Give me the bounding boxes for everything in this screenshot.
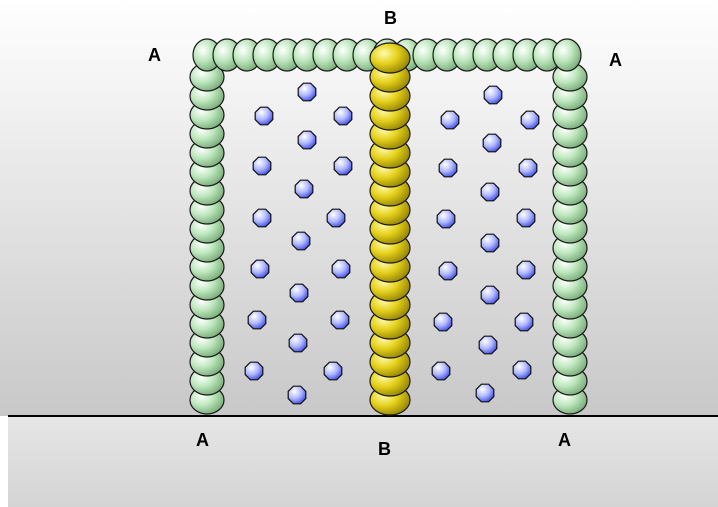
particle [520,110,540,130]
label-top-center: B [384,8,397,28]
particle [438,261,458,281]
particle [287,385,307,405]
particle [254,106,274,126]
label-top-left: A [148,45,161,65]
center-wall-beads [369,42,411,416]
particle [475,383,495,403]
particle [250,259,270,279]
label-bottom-center: B [378,439,391,459]
particle [252,208,272,228]
particle [252,156,272,176]
particle [482,133,502,153]
particle [297,130,317,150]
particle [247,310,267,330]
particle [483,85,503,105]
particle [291,231,311,251]
center-bead [369,42,411,74]
particle [431,361,451,381]
particle [333,156,353,176]
particle [333,106,353,126]
particle [514,312,534,332]
particle [297,82,317,102]
particle [433,312,453,332]
particle [436,209,456,229]
particle [516,260,536,280]
particle [331,259,351,279]
wall-bead [552,38,582,72]
particle [438,158,458,178]
particle [512,360,532,380]
particle-field [244,82,540,405]
particle [294,179,314,199]
particle [478,335,498,355]
left-wall-beads [189,62,225,415]
particle [440,110,460,130]
floor-area [8,416,718,507]
particle [480,233,500,253]
label-bottom-left: A [196,430,209,450]
particle [518,158,538,178]
particle [480,285,500,305]
label-top-right: A [609,50,622,70]
particle [326,208,346,228]
top-wall-beads [192,38,582,72]
background [0,0,718,416]
particle [330,310,350,330]
particle [516,208,536,228]
particle [288,333,308,353]
label-bottom-right: A [558,430,571,450]
particle [244,361,264,381]
right-wall-beads [552,62,588,415]
particle [323,361,343,381]
particle [480,182,500,202]
particle [289,283,309,303]
